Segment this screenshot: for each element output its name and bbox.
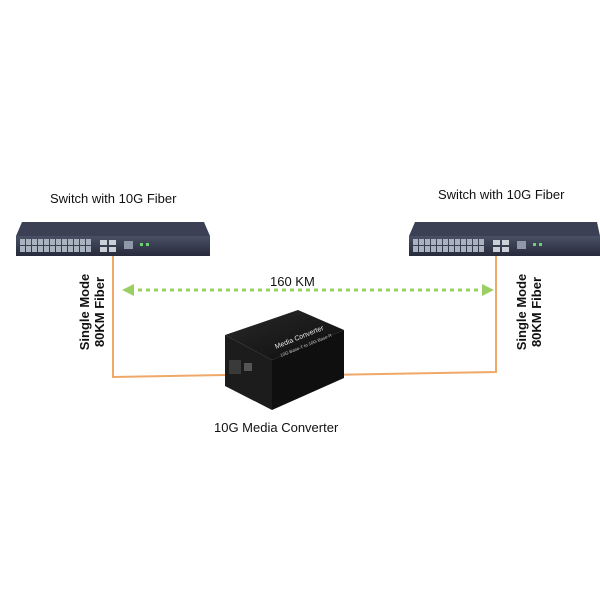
media-converter: Media Converter 10G Base-T to 10G Base-R bbox=[225, 310, 344, 410]
right-switch-label: Switch with 10G Fiber bbox=[438, 187, 565, 202]
left-fiber-label-line1: Single Mode bbox=[77, 273, 92, 351]
left-switch-label: Switch with 10G Fiber bbox=[50, 191, 177, 206]
left-fiber-label: Single Mode 80KM Fiber bbox=[77, 267, 107, 357]
left-switch bbox=[16, 222, 210, 256]
left-switch-ports bbox=[20, 239, 91, 252]
left-fiber-cable bbox=[112, 256, 226, 379]
converter-port-icon bbox=[229, 360, 241, 374]
right-fiber-label-line1: Single Mode bbox=[514, 273, 529, 351]
right-fiber-cable bbox=[322, 256, 497, 376]
right-switch bbox=[409, 222, 600, 256]
converter-sfp-icon bbox=[244, 363, 252, 371]
distance-label: 160 KM bbox=[270, 274, 315, 289]
converter-label: 10G Media Converter bbox=[214, 420, 339, 435]
left-fiber-label-line2: 80KM Fiber bbox=[92, 276, 107, 348]
right-switch-ports bbox=[413, 239, 484, 252]
right-fiber-label-line2: 80KM Fiber bbox=[529, 276, 544, 348]
left-switch-sfp-ports bbox=[100, 240, 149, 252]
right-switch-sfp-ports bbox=[493, 240, 542, 252]
distance-arrow bbox=[122, 284, 494, 296]
right-fiber-label: Single Mode 80KM Fiber bbox=[514, 267, 544, 357]
